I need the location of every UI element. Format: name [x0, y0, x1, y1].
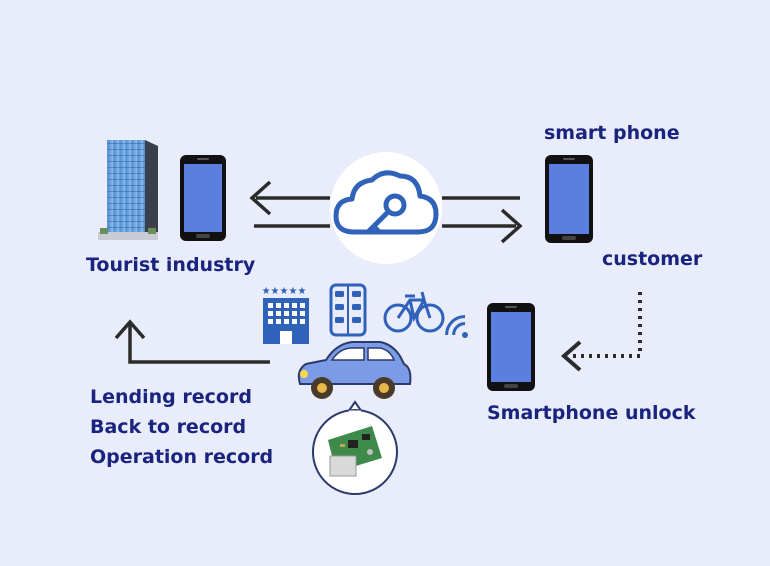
wifi-icon	[445, 315, 468, 338]
svg-text:★★★★★: ★★★★★	[262, 286, 307, 297]
records-list: Lending record Back to record Operation …	[90, 382, 273, 472]
customer-phone-icon	[545, 155, 593, 243]
cloud-key-icon	[330, 152, 442, 264]
record-item: Back to record	[90, 416, 247, 438]
smartphone-unlock-label: Smartphone unlock	[487, 402, 696, 424]
building-icon	[98, 140, 158, 240]
record-item: Lending record	[90, 386, 252, 408]
customer-label: customer	[602, 248, 703, 270]
phone-icon	[180, 155, 226, 241]
car-icon	[297, 341, 412, 399]
locker-icon	[329, 283, 367, 337]
smart-phone-label: smart phone	[544, 122, 680, 144]
top-arrows	[249, 180, 523, 244]
dotted-arrow	[560, 292, 642, 372]
circuit-board-icon	[312, 400, 398, 495]
unlock-phone-icon	[487, 303, 535, 391]
tourist-industry-label: Tourist industry	[86, 254, 256, 276]
hotel-icon: ★★★★★	[262, 286, 309, 344]
record-item: Operation record	[90, 446, 274, 468]
bicycle-icon	[383, 291, 445, 333]
return-arrow	[114, 319, 270, 364]
